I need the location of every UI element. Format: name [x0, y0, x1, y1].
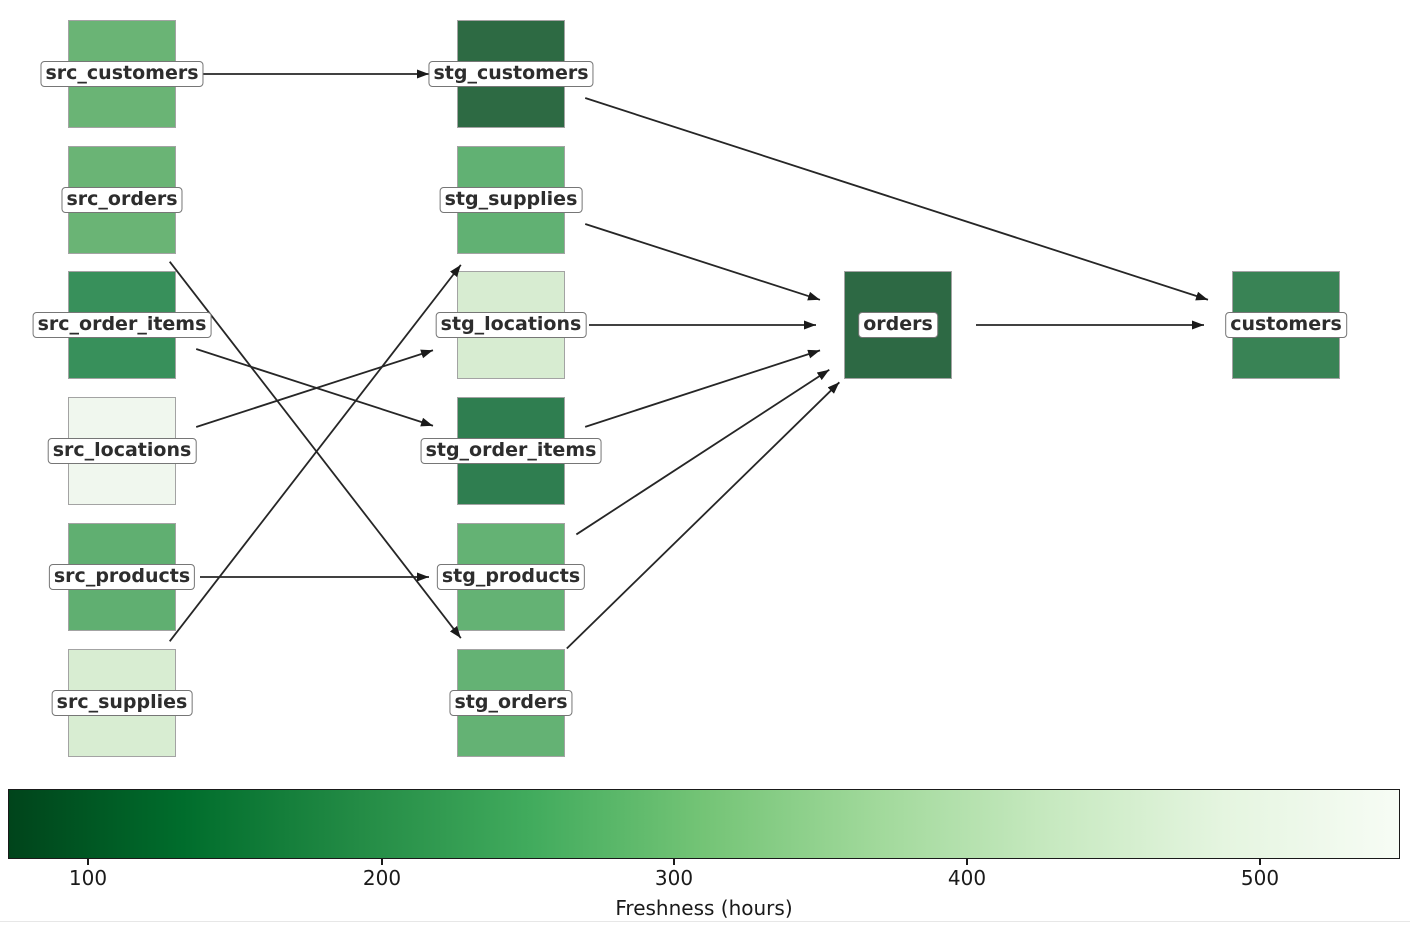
- colorbar-tick-100: [87, 859, 89, 865]
- colorbar-tick-400: [966, 859, 968, 865]
- node-stg_products: [457, 523, 565, 631]
- colorbar-axis-label: Freshness (hours): [615, 896, 793, 920]
- node-stg_order_items: [457, 397, 565, 505]
- colorbar-tick-label-100: 100: [68, 866, 108, 890]
- node-src_supplies: [68, 649, 176, 757]
- colorbar-tick-200: [381, 859, 383, 865]
- node-customers: [1232, 271, 1340, 379]
- node-stg_orders: [457, 649, 565, 757]
- colorbar-tick-500: [1259, 859, 1261, 865]
- node-stg_locations: [457, 271, 565, 379]
- node-stg_supplies: [457, 146, 565, 254]
- node-src_locations: [68, 397, 176, 505]
- node-orders: [844, 271, 952, 379]
- node-src_products: [68, 523, 176, 631]
- colorbar-tick-label-200: 200: [362, 866, 402, 890]
- node-src_orders: [68, 146, 176, 254]
- node-stg_customers: [457, 20, 565, 128]
- colorbar-tick-300: [673, 859, 675, 865]
- node-src_customers: [68, 20, 176, 128]
- figure-bottom-rule: [0, 921, 1410, 922]
- colorbar-tick-label-500: 500: [1240, 866, 1280, 890]
- colorbar-tick-label-400: 400: [947, 866, 987, 890]
- colorbar-gradient: [8, 789, 1400, 859]
- node-src_order_items: [68, 271, 176, 379]
- colorbar-tick-label-300: 300: [654, 866, 694, 890]
